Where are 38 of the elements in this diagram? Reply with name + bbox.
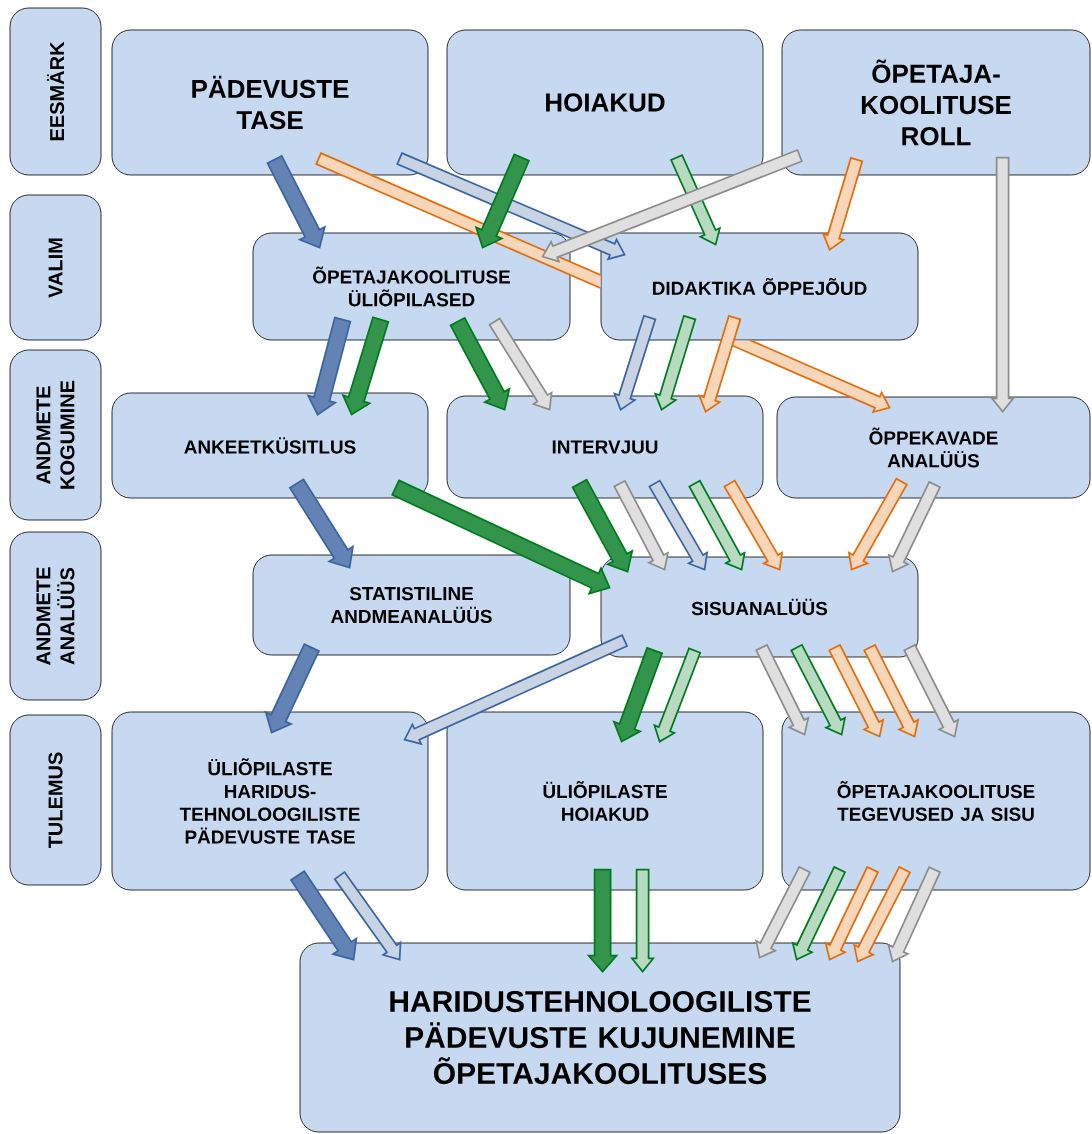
process-box: ÜLIÕPILASTE HOIAKUD — [446, 711, 764, 891]
process-box: PÄDEVUSTE TASE — [111, 29, 429, 176]
process-box: ÕPETAJAKOOLITUSE TEGEVUSED JA SISU — [781, 711, 1091, 891]
block-arrow — [571, 478, 634, 573]
block-arrow — [847, 477, 908, 571]
block-arrow — [653, 647, 702, 743]
block-arrow — [990, 156, 1016, 413]
process-box: ÕPETAJAKOOLITUSE ÜLIÕPILASED — [252, 232, 571, 341]
process-box: INTERVJUU — [446, 395, 764, 499]
block-arrow — [488, 317, 553, 411]
block-arrow — [306, 316, 352, 416]
process-box: ÕPPEKAVADE ANALÜÜS — [776, 396, 1091, 499]
row-label-box: VALIM — [9, 194, 102, 341]
row-label-box: EESMÄRK — [9, 7, 102, 176]
block-arrow — [613, 314, 657, 411]
row-label-box: TULEMUS — [9, 714, 102, 886]
row-label-box: ANDMETE ANALÜÜS — [9, 531, 102, 701]
row-label-box: ANDMETE KOGUMINE — [9, 349, 102, 521]
block-arrow — [697, 314, 742, 413]
process-box: HARIDUSTEHNOLOOGILISTE PÄDEVUSTE KUJUNEMINE ÕPETAJAKOOLITUSES — [299, 942, 901, 1133]
process-box: STATISTILINE ANDMEANALÜÜS — [252, 554, 571, 656]
block-arrow — [391, 479, 611, 595]
block-arrow — [341, 316, 390, 416]
process-box: SISUANALÜÜS — [600, 556, 919, 658]
process-box: ÕPETAJA- KOOLITUSE ROLL — [781, 29, 1091, 176]
block-arrow — [288, 478, 355, 569]
process-box: HOIAKUD — [446, 29, 764, 176]
block-arrow — [723, 479, 784, 571]
process-box: DIDAKTIKA ÕPPEJÕUD — [600, 232, 919, 341]
block-arrow — [648, 479, 709, 571]
process-box: ANKEETKÜSITLUS — [111, 392, 429, 499]
block-arrow — [630, 868, 656, 973]
block-arrow — [688, 479, 746, 571]
block-arrow — [449, 316, 511, 411]
process-box: ÜLIÕPILASTE HARIDUS- TEHNOLOOGILISTE PÄDEVUSTE TASE — [111, 711, 429, 891]
block-arrow — [613, 479, 670, 571]
block-arrow — [264, 643, 320, 734]
block-arrow — [586, 868, 619, 973]
